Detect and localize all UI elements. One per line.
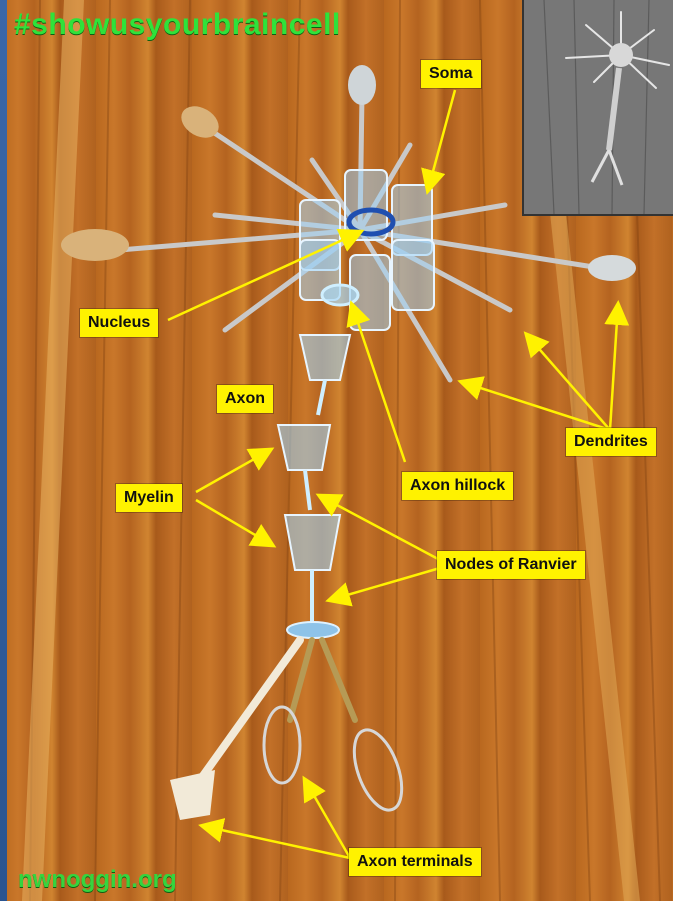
terminal-utensils bbox=[170, 640, 411, 820]
inset-neuron-figure bbox=[524, 0, 673, 214]
label-myelin: Myelin bbox=[116, 484, 182, 512]
label-soma: Soma bbox=[421, 60, 481, 88]
label-axon-hillock: Axon hillock bbox=[402, 472, 513, 500]
label-nodes-of-ranvier: Nodes of Ranvier bbox=[437, 551, 585, 579]
label-axon-terminals: Axon terminals bbox=[349, 848, 481, 876]
website-watermark: nwnoggin.org bbox=[18, 866, 177, 894]
label-dendrites: Dendrites bbox=[566, 428, 656, 456]
axon-base-rim bbox=[287, 622, 339, 638]
hillock-glass-rim bbox=[322, 285, 358, 305]
label-nucleus: Nucleus bbox=[80, 309, 158, 337]
inset-grayscale-photo bbox=[522, 0, 673, 216]
hashtag-title: #showusyourbraincell bbox=[14, 8, 341, 42]
label-axon: Axon bbox=[217, 385, 273, 413]
